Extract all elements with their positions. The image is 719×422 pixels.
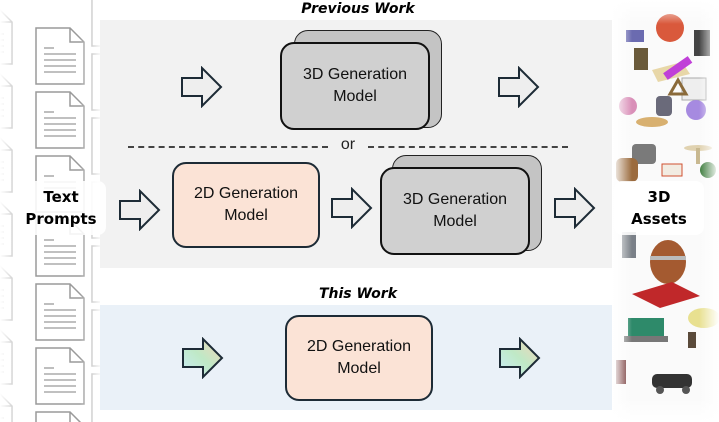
arrow-right-icon	[331, 187, 373, 229]
gradient-arrow-right-icon	[499, 337, 541, 379]
model-label-line1: 3D Generation	[302, 66, 408, 83]
sword-asset	[663, 56, 693, 80]
divider-line-left	[128, 146, 328, 148]
rock-asset	[632, 144, 656, 164]
fade-overlay	[612, 398, 719, 422]
red-base-asset	[632, 282, 700, 308]
document-icon	[35, 347, 85, 405]
this-work-title: This Work	[318, 286, 398, 302]
model-label-line1: 2D Generation	[306, 338, 412, 355]
shirt-asset	[656, 96, 672, 116]
model-label-line2: Model	[333, 88, 377, 105]
basket-asset	[636, 117, 668, 127]
document-icon	[35, 283, 85, 341]
barrel-band	[650, 256, 686, 260]
fade-overlay	[612, 0, 719, 24]
model-label-line1: 3D Generation	[402, 191, 508, 208]
text-prompts-document-strip	[0, 0, 100, 422]
3d-assets-label-line2: Assets	[631, 210, 687, 228]
arrow-right-icon	[498, 66, 540, 108]
arrow-right-icon	[119, 189, 161, 231]
document-icon	[35, 27, 85, 85]
vintage-car-asset	[652, 374, 692, 388]
previous-work-title: Previous Work	[301, 1, 415, 17]
model-label-line1: 2D Generation	[193, 185, 299, 202]
3d-assets-label: 3D Assets	[614, 181, 704, 235]
table-leg	[696, 148, 700, 164]
arrow-right-icon	[181, 66, 223, 108]
sign-asset	[661, 163, 683, 177]
barrel-large-asset	[650, 240, 686, 284]
text-prompts-label-line1: Text	[43, 188, 79, 206]
wheel	[682, 386, 690, 394]
model-label-line2: Model	[224, 207, 268, 224]
model-label-line2: Model	[433, 213, 477, 230]
fade-overlay	[699, 0, 719, 422]
statue-asset	[688, 332, 696, 348]
divider-line-right	[368, 146, 568, 148]
document-icon	[35, 411, 82, 422]
arrow-right-icon	[554, 187, 596, 229]
building-asset	[628, 318, 664, 338]
model-label-line2: Model	[337, 360, 381, 377]
document-icon	[35, 91, 85, 149]
divider-or-label: or	[340, 136, 356, 153]
easel-asset	[667, 76, 689, 96]
gradient-arrow-right-icon	[182, 337, 224, 379]
text-prompts-label-line2: Prompts	[25, 210, 97, 228]
poster-asset	[634, 48, 648, 70]
3d-assets-label-line1: 3D	[647, 188, 671, 206]
wheel	[656, 386, 664, 394]
building-base	[624, 336, 668, 342]
